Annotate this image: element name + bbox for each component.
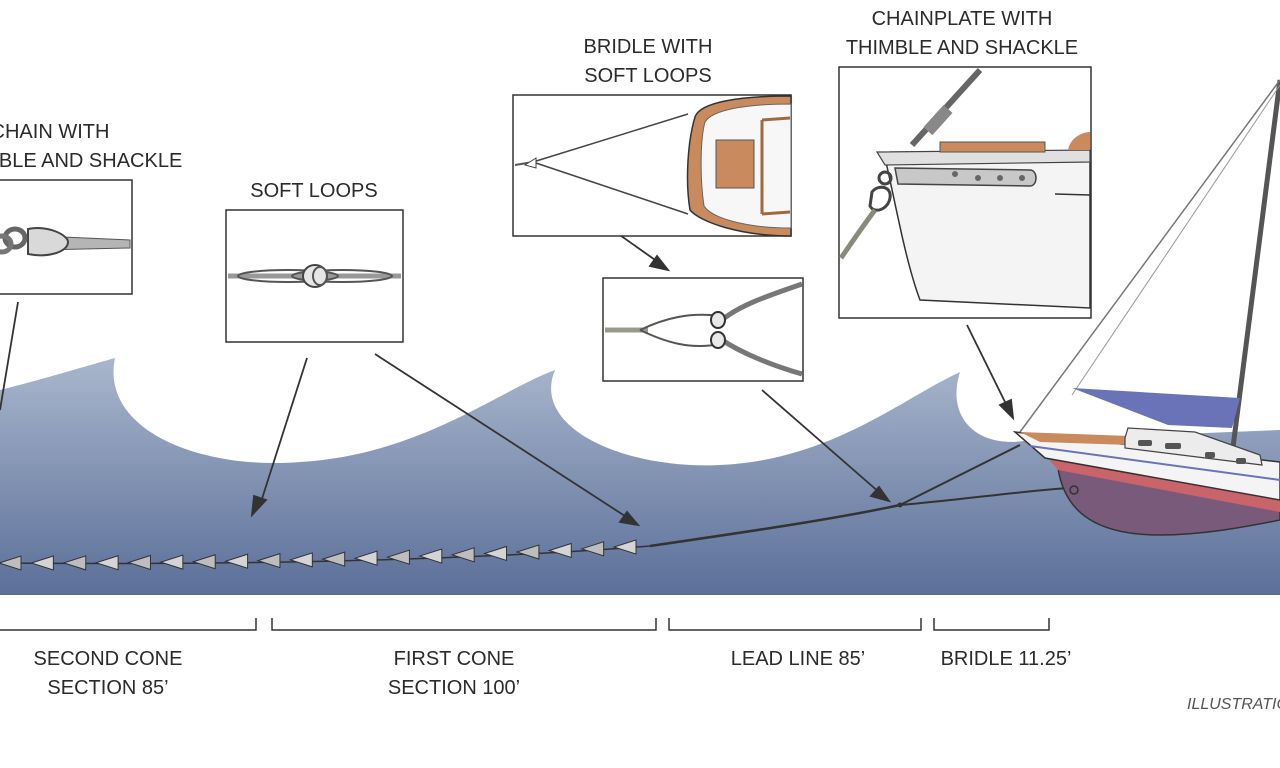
hull-bottom — [1057, 467, 1280, 536]
deck-wood — [1020, 432, 1130, 445]
lead-line — [649, 503, 901, 548]
drogue-cone — [29, 555, 54, 571]
drogue-cone — [450, 547, 475, 563]
section-first-cone-line1: FIRST CONE — [393, 648, 515, 670]
inset-chainplate — [838, 66, 1092, 319]
sheer-stripe — [1029, 445, 1280, 481]
callout-label-soft-loops: SOFT LOOPS — [214, 177, 414, 206]
inset-chain — [0, 179, 133, 295]
callout-label-chain: CHAIN WITH THIMBLE AND SHACKLE — [0, 118, 183, 176]
drogue-cone — [223, 553, 249, 569]
cabin-house — [1124, 427, 1263, 466]
drogue-cone — [288, 552, 313, 568]
section-label-second-cone: SECOND CONE SECTION 85’ — [8, 645, 208, 703]
drogue-cone — [94, 555, 119, 571]
drogue-cones — [0, 539, 651, 571]
port-light-4 — [1236, 458, 1246, 464]
callout-chainplate-line2: THIMBLE AND SHACKLE — [845, 37, 1079, 59]
section-brackets — [0, 618, 1050, 631]
inset-soft-loops — [225, 209, 404, 343]
section-lead-line-line1: LEAD LINE 85’ — [730, 648, 866, 670]
dodger — [1072, 388, 1240, 428]
callout-label-chainplate: CHAINPLATE WITH THIMBLE AND SHACKLE — [842, 5, 1082, 63]
water-waves — [0, 358, 1280, 595]
drogue-cone — [191, 554, 216, 570]
port-light-2 — [1165, 443, 1181, 449]
drogue-cone — [256, 552, 281, 569]
drogue-cone — [515, 544, 540, 560]
section-bridle-line1: BRIDLE 11.25’ — [940, 648, 1072, 670]
callout-chain-line2: THIMBLE AND SHACKLE — [0, 150, 183, 172]
bridle-junction — [897, 502, 903, 508]
forestay — [1019, 79, 1280, 433]
section-label-bridle: BRIDLE 11.25’ — [921, 645, 1091, 674]
callout-soft-loops-line1: SOFT LOOPS — [250, 180, 378, 202]
drogue-cone — [579, 541, 605, 557]
section-first-cone-line2: SECTION 100’ — [387, 677, 521, 699]
drogue-cone — [482, 545, 508, 562]
callout-bridle-line2: SOFT LOOPS — [584, 65, 712, 87]
drogue-cone — [385, 549, 410, 565]
bridle-leg-upper — [899, 444, 1021, 506]
section-second-cone-line1: SECOND CONE — [33, 648, 183, 670]
drogue-cone — [159, 554, 184, 570]
drogue-cone — [62, 555, 87, 571]
drogue-cone — [353, 550, 378, 566]
section-label-lead-line: LEAD LINE 85’ — [713, 645, 883, 674]
drogue-cone — [547, 542, 572, 559]
port-light-3 — [1205, 452, 1215, 458]
bow-chainplate — [1069, 485, 1079, 495]
bridle-leg-lower — [899, 487, 1071, 506]
forestay-2 — [1071, 84, 1280, 396]
drogue-cone — [0, 555, 22, 571]
section-label-first-cone: FIRST CONE SECTION 100’ — [354, 645, 554, 703]
inset-bridle-junction — [602, 277, 804, 382]
drogue-cone — [126, 554, 151, 571]
illustration-credit: ILLUSTRATION — [1187, 696, 1280, 713]
drogue-cone — [321, 551, 346, 567]
mast — [1229, 79, 1280, 456]
callout-label-bridle: BRIDLE WITH SOFT LOOPS — [548, 33, 748, 91]
drogue-cone — [612, 539, 637, 555]
callout-bridle-line1: BRIDLE WITH — [583, 36, 713, 58]
callout-chain-line1: CHAIN WITH — [0, 121, 110, 143]
drogue-cone — [418, 548, 443, 564]
section-second-cone-line2: SECTION 85’ — [47, 677, 169, 699]
inset-bridle — [512, 94, 792, 237]
callout-chainplate-line1: CHAINPLATE WITH — [871, 8, 1053, 30]
port-light-1 — [1138, 440, 1152, 446]
sailboat — [1012, 79, 1280, 536]
